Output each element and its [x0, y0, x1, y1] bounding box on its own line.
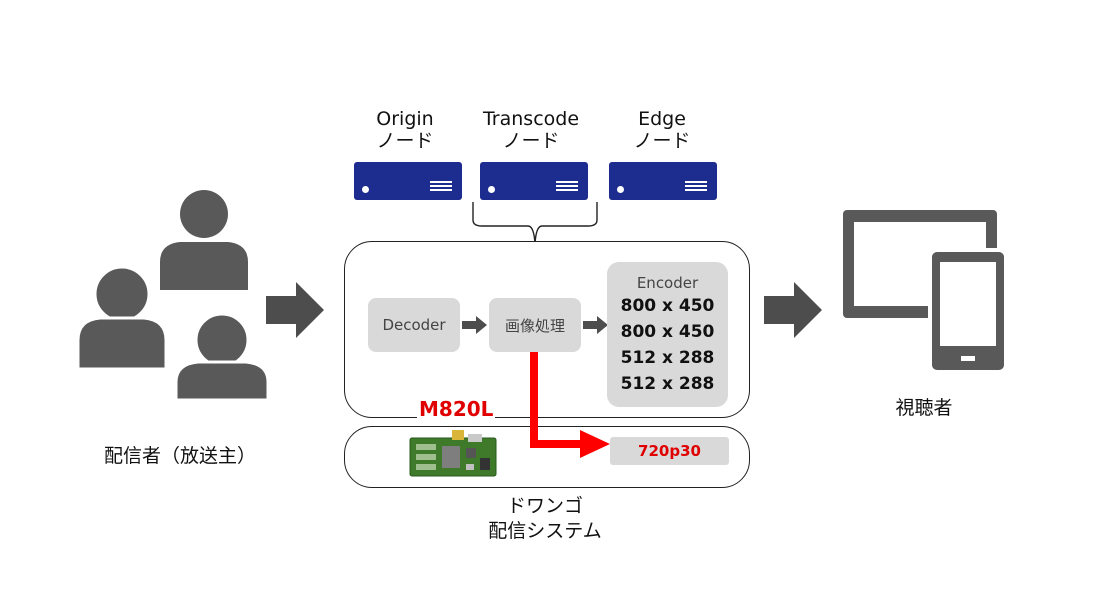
origin-node-sub: ノード — [376, 130, 434, 152]
edge-node-name: Edge — [638, 108, 686, 130]
transcode-node-label: Transcode ノード — [466, 108, 596, 152]
broadcasters-group — [76, 190, 270, 400]
device-name: M820L — [417, 397, 496, 421]
person-icon — [174, 312, 270, 400]
origin-server-icon — [354, 162, 462, 200]
edge-node-sub: ノード — [633, 130, 691, 152]
viewer-devices — [843, 210, 1008, 374]
edge-node-label: Edge ノード — [597, 108, 727, 152]
person-icon — [160, 190, 248, 290]
arrow-right-icon — [462, 316, 487, 334]
encoder-box: Encoder 800 x 450 800 x 450 512 x 288 51… — [607, 262, 728, 407]
arrow-right-icon — [583, 316, 608, 334]
arrow-right-icon — [266, 282, 324, 338]
system-caption-line2: 配信システム — [488, 520, 602, 542]
transcode-server-icon — [480, 162, 588, 200]
image-processing-label: 画像処理 — [504, 316, 565, 335]
device-output-label: 720p30 — [638, 442, 701, 460]
transcode-node-sub: ノード — [502, 130, 560, 152]
red-output-arrow — [530, 352, 610, 458]
person-icon — [76, 265, 168, 371]
decoder-label: Decoder — [382, 316, 446, 334]
transcode-node-name: Transcode — [482, 108, 580, 130]
system-caption-line1: ドワンゴ — [506, 495, 583, 517]
encoder-output: 800 x 450 — [620, 322, 715, 342]
encoder-title: Encoder — [636, 274, 699, 292]
origin-node-name: Origin — [376, 108, 434, 130]
device-output-box: 720p30 — [610, 437, 729, 465]
transcode-brace — [472, 202, 598, 245]
edge-server-icon — [609, 162, 717, 200]
circuit-board-icon — [409, 430, 497, 477]
tablet-icon — [928, 248, 1008, 374]
image-processing-box: 画像処理 — [489, 298, 581, 352]
system-caption: ドワンゴ 配信システム — [470, 494, 620, 544]
origin-node-label: Origin ノード — [340, 108, 470, 152]
decoder-box: Decoder — [368, 298, 460, 352]
encoder-output: 800 x 450 — [620, 296, 715, 316]
viewers-caption: 視聴者 — [895, 397, 953, 419]
arrow-right-icon — [764, 282, 822, 338]
encoder-output: 512 x 288 — [620, 374, 715, 394]
broadcasters-caption: 配信者（放送主） — [103, 445, 256, 467]
encoder-output: 512 x 288 — [620, 348, 715, 368]
